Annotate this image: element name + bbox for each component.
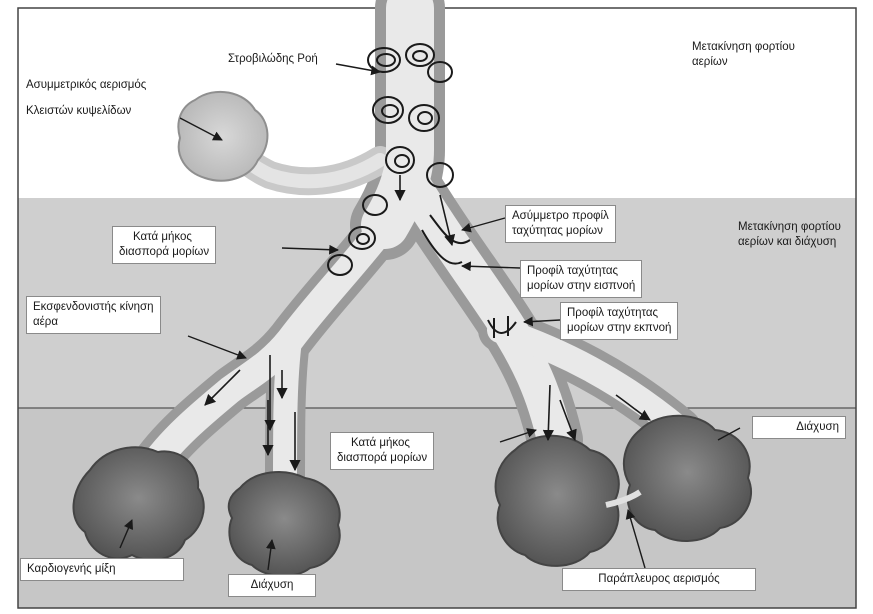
- alveolar-sac-center: [229, 472, 340, 576]
- alveolar-sac-right-a: [496, 436, 619, 566]
- label-longitudinal-dispersion-upper: Κατά μήκος διασπορά μορίων: [112, 226, 216, 264]
- label-diffusion-bottom: Διάχυση: [228, 574, 316, 597]
- label-convective-bulk: Μετακίνηση φορτίου αερίων: [692, 40, 795, 70]
- alveolar-sac-right-b: [624, 416, 751, 541]
- label-turbulent-flow: Στροβιλώδης Ροή: [228, 52, 318, 67]
- label-diffusion-right: Διάχυση: [752, 416, 846, 439]
- label-velocity-profile-inspiration: Προφίλ ταχύτητας μορίων στην εισπνοή: [520, 260, 642, 298]
- label-cardiogenic-mixing: Καρδιογενής μίξη: [20, 558, 184, 581]
- label-asymmetric-velocity-profile: Ασύμμετρο προφίλ ταχύτητας μορίων: [505, 205, 616, 243]
- label-asymmetric-ventilation: Ασυμμετρικός αερισμός Κλειστών κυψελίδων: [26, 72, 146, 124]
- label-longitudinal-dispersion-lower: Κατά μήκος διασπορά μορίων: [330, 432, 434, 470]
- label-swirling-motion: Εκσφενδονιστής κίνηση αέρα: [26, 296, 161, 334]
- label-velocity-profile-expiration: Προφίλ ταχύτητας μορίων στην εκπνοή: [560, 302, 678, 340]
- label-convective-diffusion: Μετακίνηση φορτίου αερίων και διάχυση: [738, 220, 841, 250]
- label-collateral-ventilation: Παράπλευρος αερισμός: [562, 568, 756, 591]
